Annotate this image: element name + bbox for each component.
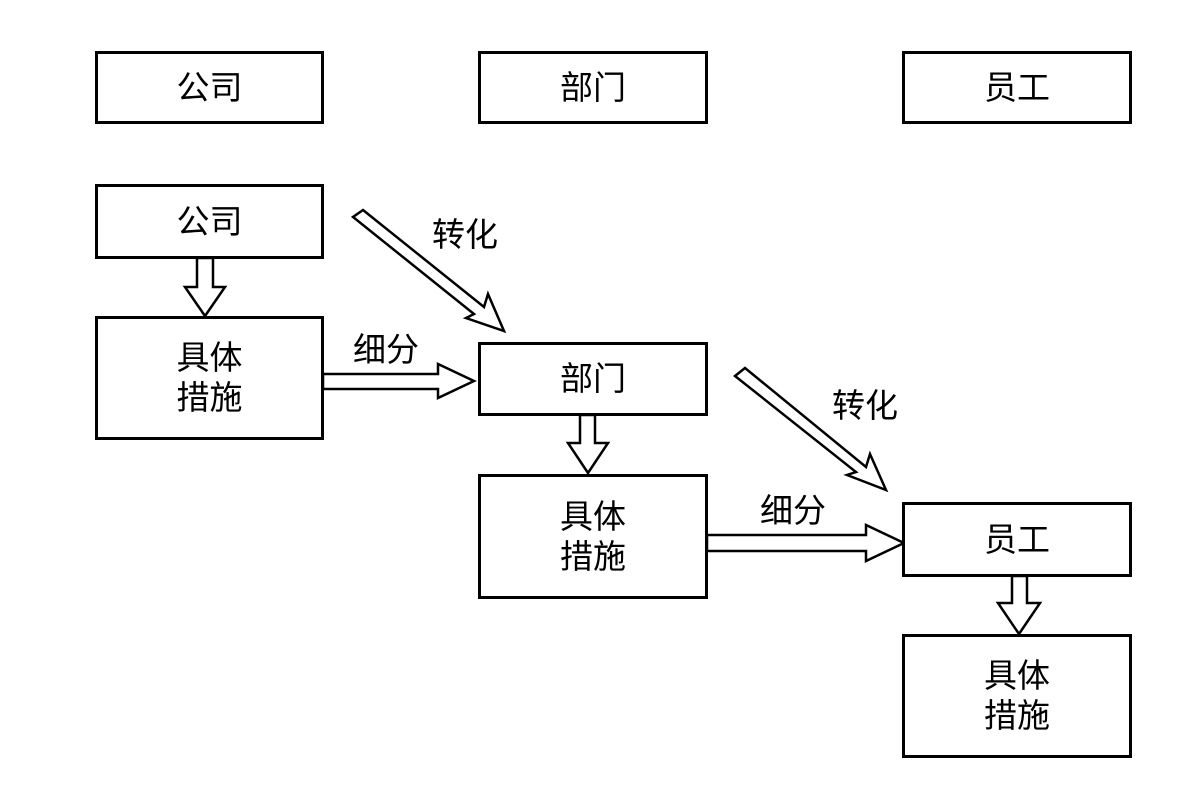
company-label: 公司 <box>176 201 243 241</box>
down-arrow-employee <box>995 574 1043 637</box>
subdivide-arrow-2 <box>705 523 907 563</box>
company-measures-label: 具体 措施 <box>176 338 243 417</box>
company-measures-box: 具体 措施 <box>95 316 324 440</box>
subdivide-label-1: 细分 <box>353 330 419 369</box>
employee-label: 员工 <box>984 519 1050 559</box>
department-measures-box: 具体 措施 <box>478 474 708 599</box>
department-box: 部门 <box>478 342 708 416</box>
subdivide-arrow-1 <box>321 362 477 400</box>
down-arrow-company <box>182 256 228 319</box>
company-box: 公司 <box>95 184 324 259</box>
department-measures-label: 具体 措施 <box>560 496 626 576</box>
header-department-label: 部门 <box>560 67 626 107</box>
header-employee-label: 员工 <box>984 67 1050 107</box>
employee-measures-label: 具体 措施 <box>984 656 1050 735</box>
transform-arrow-1 <box>350 208 507 334</box>
header-company-label: 公司 <box>176 67 243 107</box>
down-arrow-department <box>565 413 611 476</box>
header-company-box: 公司 <box>95 51 324 124</box>
transform-label-2: 转化 <box>832 386 898 425</box>
header-employee-box: 员工 <box>902 51 1132 124</box>
employee-box: 员工 <box>902 502 1132 577</box>
transform-arrow-2 <box>732 366 889 493</box>
header-department-box: 部门 <box>478 51 708 124</box>
employee-measures-box: 具体 措施 <box>902 634 1132 758</box>
department-label: 部门 <box>560 359 626 399</box>
subdivide-label-2: 细分 <box>760 491 826 530</box>
transform-label-1: 转化 <box>432 215 498 254</box>
